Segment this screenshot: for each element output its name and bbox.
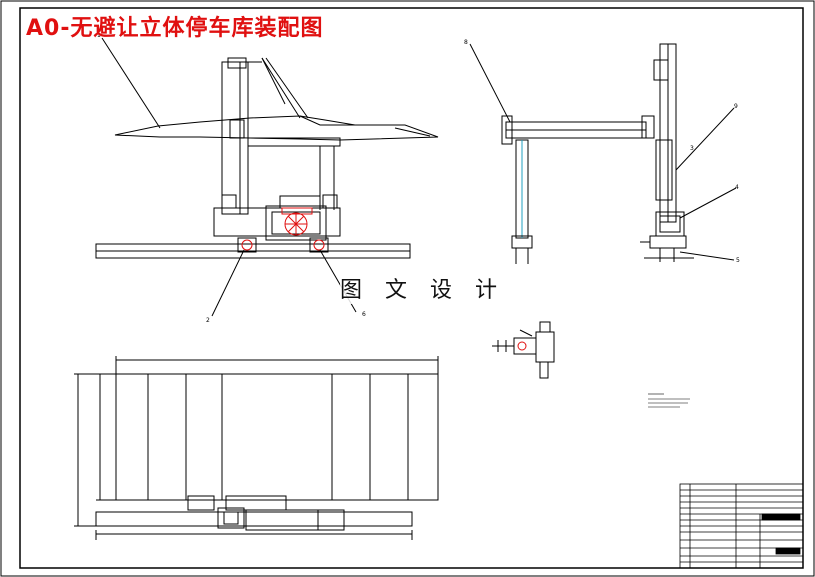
front-view-callouts: 1 2 6 — [97, 32, 366, 324]
side-view — [469, 43, 737, 264]
callout-3: 3 — [690, 145, 694, 152]
callout-6: 6 — [362, 311, 366, 318]
callout-1: 1 — [97, 32, 101, 39]
plan-view — [74, 356, 439, 540]
callout-5: 5 — [736, 257, 740, 264]
title-block — [679, 483, 804, 569]
side-view-callouts: 8 9 4 5 3 — [464, 39, 740, 264]
parking-platform — [115, 373, 439, 501]
front-view — [95, 37, 439, 317]
detail-view — [492, 321, 555, 379]
inner-border — [19, 7, 804, 569]
technical-notes — [648, 393, 690, 408]
detail-housing — [535, 331, 555, 363]
callout-2: 2 — [206, 317, 210, 324]
callout-9: 9 — [734, 103, 738, 110]
car-silhouette — [114, 115, 439, 141]
motor-housing — [265, 205, 327, 241]
lifting-arm — [247, 137, 341, 147]
plan-carriage — [217, 507, 245, 529]
callout-8: 8 — [464, 39, 468, 46]
wheel-right — [309, 237, 329, 253]
drawing-title: A0-无避让立体停车库装配图 — [26, 16, 324, 41]
plan-track — [95, 511, 413, 527]
callout-4: 4 — [735, 184, 739, 191]
watermark-text: 图 文 设 计 — [340, 272, 505, 304]
wheel-left — [237, 237, 257, 253]
drive-base — [213, 207, 341, 237]
